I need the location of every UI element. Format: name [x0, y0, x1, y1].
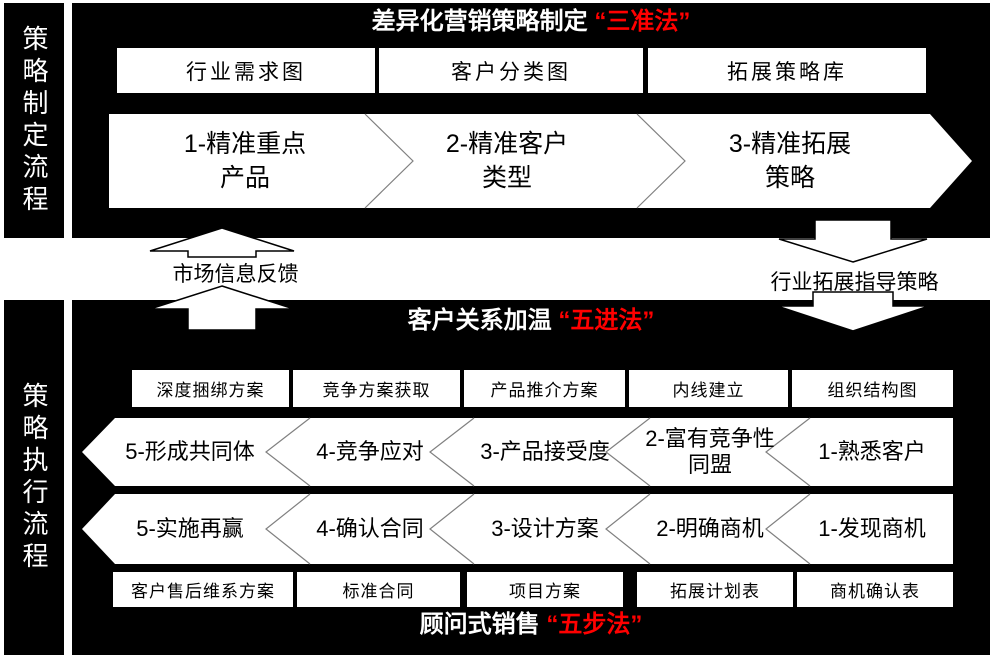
top-panel-title: 差异化营销策略制定 “三准法” [72, 7, 990, 37]
bottom-title-main: 客户关系加温 [407, 307, 552, 334]
top-step-1-line1: 1-精准重点 [183, 130, 307, 158]
exec1-step-5-line1: 5-形成共同体 [125, 439, 255, 464]
exec1-step-2: 2-富有竞争性 同盟 [610, 418, 810, 486]
top-step-2: 2-精准客户 类型 [377, 113, 637, 209]
exec1-step-4: 4-竞争应对 [270, 418, 470, 486]
exec2-step-4: 4-确认合同 [270, 495, 470, 563]
bottom-panel-title: 客户关系加温 “五进法” [72, 306, 990, 336]
market-feedback-label: 市场信息反馈 [172, 263, 299, 286]
exec1-step-5: 5-形成共同体 [90, 418, 290, 486]
bottom-title-highlight: “五进法” [558, 307, 655, 334]
exec-box-standard-contract: 标准合同 [297, 572, 460, 607]
exec2-step-5: 5-实施再赢 [90, 495, 290, 563]
exec1-step-4-line1: 4-竞争应对 [316, 439, 424, 464]
exec1-step-3: 3-产品接受度 [445, 418, 645, 486]
top-step-2-line1: 2-精准客户 [445, 130, 569, 158]
industry-guidance-label: 行业拓展指导策略 [770, 271, 939, 294]
exec2-step-1-label: 1-发现商机 [818, 516, 926, 541]
footer-title: 顾问式销售 “五步法” [72, 610, 990, 640]
exec2-step-4-label: 4-确认合同 [316, 516, 424, 541]
top-step-3: 3-精准拓展 策略 [660, 113, 920, 209]
sidebar-top-bar [4, 3, 64, 238]
exec-box-product-promotion: 产品推介方案 [464, 370, 625, 407]
exec1-step-2-line2: 同盟 [687, 452, 732, 477]
sidebar-top-label-wrap: 策略制定流程 [4, 3, 64, 238]
sidebar-top-label: 策略制定流程 [19, 24, 49, 217]
top-title-highlight: “三准法” [594, 8, 691, 35]
exec1-step-1-line1: 1-熟悉客户 [818, 439, 926, 464]
exec2-step-5-label: 5-实施再赢 [136, 516, 244, 541]
exec-box-org-chart: 组织结构图 [792, 370, 953, 407]
exec-box-insider-build: 内线建立 [629, 370, 788, 407]
top-step-2-line2: 类型 [481, 164, 532, 192]
exec2-step-1: 1-发现商机 [772, 495, 972, 563]
sidebar-bottom-label-wrap: 策略执行流程 [4, 300, 64, 655]
top-step-3-line2: 策略 [764, 164, 815, 192]
footer-title-highlight: “五步法” [546, 611, 643, 638]
exec-box-expansion-plan-table: 拓展计划表 [637, 572, 793, 607]
exec-box-project-proposal: 项目方案 [467, 572, 623, 607]
exec-box-deep-binding: 深度捆绑方案 [132, 370, 289, 407]
exec1-step-3-line1: 3-产品接受度 [480, 439, 610, 464]
exec-box-opportunity-confirm-table: 商机确认表 [797, 572, 953, 607]
sidebar-bottom-bar [4, 300, 64, 655]
exec2-step-3-label: 3-设计方案 [491, 516, 599, 541]
top-step-1: 1-精准重点 产品 [115, 113, 375, 209]
top-step-1-line2: 产品 [219, 164, 270, 192]
top-step-3-line1: 3-精准拓展 [728, 130, 852, 158]
top-box-customer-classification: 客户分类图 [379, 48, 643, 93]
exec1-step-1: 1-熟悉客户 [772, 418, 972, 486]
exec2-step-2: 2-明确商机 [610, 495, 810, 563]
top-box-industry-demand: 行业需求图 [117, 48, 375, 93]
sidebar-bottom-label: 策略执行流程 [19, 381, 49, 574]
top-box-expansion-strategy-library: 拓展策略库 [648, 48, 926, 93]
exec2-step-3: 3-设计方案 [445, 495, 645, 563]
exec-box-competitor-proposal: 竞争方案获取 [293, 370, 460, 407]
top-title-main: 差异化营销策略制定 [371, 8, 588, 35]
exec1-step-2-line1: 2-富有竞争性 [645, 426, 775, 451]
footer-title-main: 顾问式销售 [419, 611, 540, 638]
exec-box-aftersales-plan: 客户售后维系方案 [113, 572, 293, 607]
exec2-step-2-label: 2-明确商机 [656, 516, 764, 541]
